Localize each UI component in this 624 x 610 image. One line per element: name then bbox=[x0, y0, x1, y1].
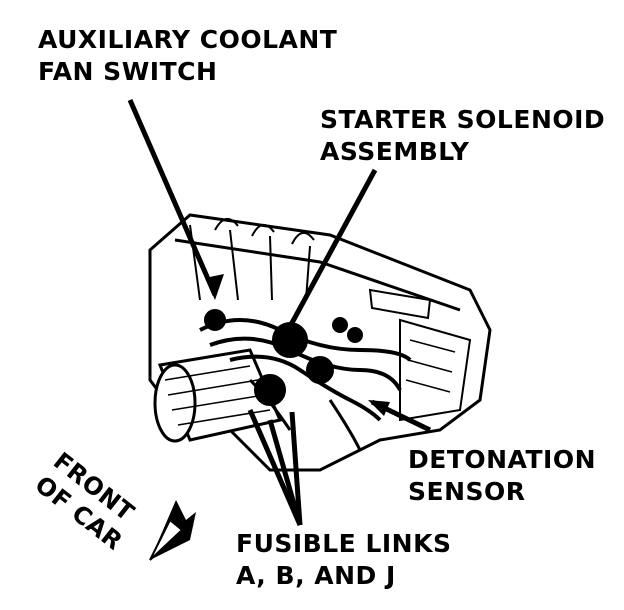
aux-label-line-2: FAN SWITCH bbox=[38, 56, 337, 88]
starter-label-line-2: ASSEMBLY bbox=[320, 136, 605, 168]
fusible-links-label: FUSIBLE LINKS A, B, AND J bbox=[236, 528, 451, 592]
deto-label-line-1: DETONATION bbox=[408, 444, 596, 476]
auxiliary-coolant-fan-switch-label: AUXILIARY COOLANT FAN SWITCH bbox=[38, 24, 337, 88]
aux-label-line-1: AUXILIARY COOLANT bbox=[38, 24, 337, 56]
starter-label-line-1: STARTER SOLENOID bbox=[320, 104, 605, 136]
fusible-label-line-1: FUSIBLE LINKS bbox=[236, 528, 451, 560]
deto-label-line-2: SENSOR bbox=[408, 476, 596, 508]
front-arrow-icon bbox=[150, 500, 196, 560]
fusible-label-line-2: A, B, AND J bbox=[236, 560, 451, 592]
detonation-sensor-label: DETONATION SENSOR bbox=[408, 444, 596, 508]
starter-solenoid-label: STARTER SOLENOID ASSEMBLY bbox=[320, 104, 605, 168]
